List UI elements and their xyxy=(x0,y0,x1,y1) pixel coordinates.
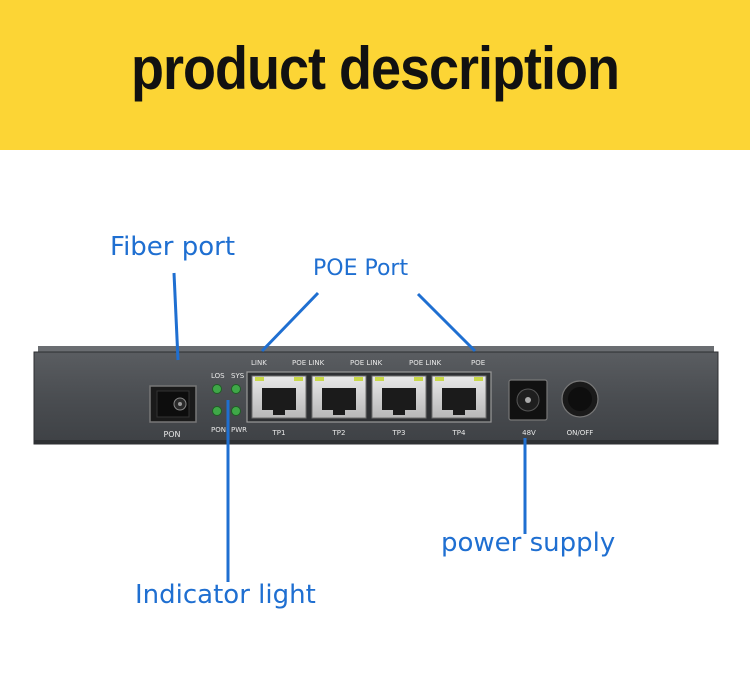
poe-port-tp1[interactable] xyxy=(251,375,307,419)
led-label-pwr: PWR xyxy=(231,426,247,434)
callout-indicator-light: Indicator light xyxy=(135,580,316,610)
dc-power-jack[interactable] xyxy=(508,379,548,421)
port-label-poe-4: POE xyxy=(471,359,485,367)
pon-port-label: PON xyxy=(163,430,180,439)
indicator-leds: LOS SYS PON PWR xyxy=(211,372,247,434)
callout-line-poe-right xyxy=(416,292,477,353)
callout-line-poe-left xyxy=(260,291,320,353)
header-banner: product description xyxy=(0,0,750,150)
pon-fiber-port[interactable] xyxy=(149,385,197,423)
port-label-link-1: LINK xyxy=(251,359,267,367)
callout-poe-port: POE Port xyxy=(313,256,409,281)
led-label-pon: PON xyxy=(211,426,226,434)
callout-power-supply: power supply xyxy=(441,528,616,558)
led-label-sys: SYS xyxy=(231,372,245,380)
port-label-tp4: TP4 xyxy=(452,429,466,437)
port-label-link-4: POE LINK xyxy=(409,359,442,367)
dc-voltage-label: 48V xyxy=(522,429,536,437)
power-switch-label: ON/OFF xyxy=(567,429,594,437)
poe-port-tp4[interactable] xyxy=(431,375,487,419)
port-label-link-3: POE LINK xyxy=(350,359,383,367)
poe-port-tp3[interactable] xyxy=(371,375,427,419)
led-los-icon xyxy=(212,384,222,394)
port-label-tp1: TP1 xyxy=(272,429,286,437)
callout-lines xyxy=(172,272,527,582)
poe-port-tp2[interactable] xyxy=(311,375,367,419)
callout-line-fiber xyxy=(172,272,180,361)
led-pon-icon xyxy=(212,406,222,416)
led-pwr-icon xyxy=(231,406,241,416)
callout-fiber-port: Fiber port xyxy=(110,232,236,262)
power-switch[interactable] xyxy=(561,380,599,418)
page-title: product description xyxy=(130,35,620,103)
led-sys-icon xyxy=(231,384,241,394)
port-label-link-2: POE LINK xyxy=(292,359,325,367)
port-label-tp2: TP2 xyxy=(332,429,346,437)
led-label-los: LOS xyxy=(211,372,225,380)
port-label-tp3: TP3 xyxy=(392,429,406,437)
